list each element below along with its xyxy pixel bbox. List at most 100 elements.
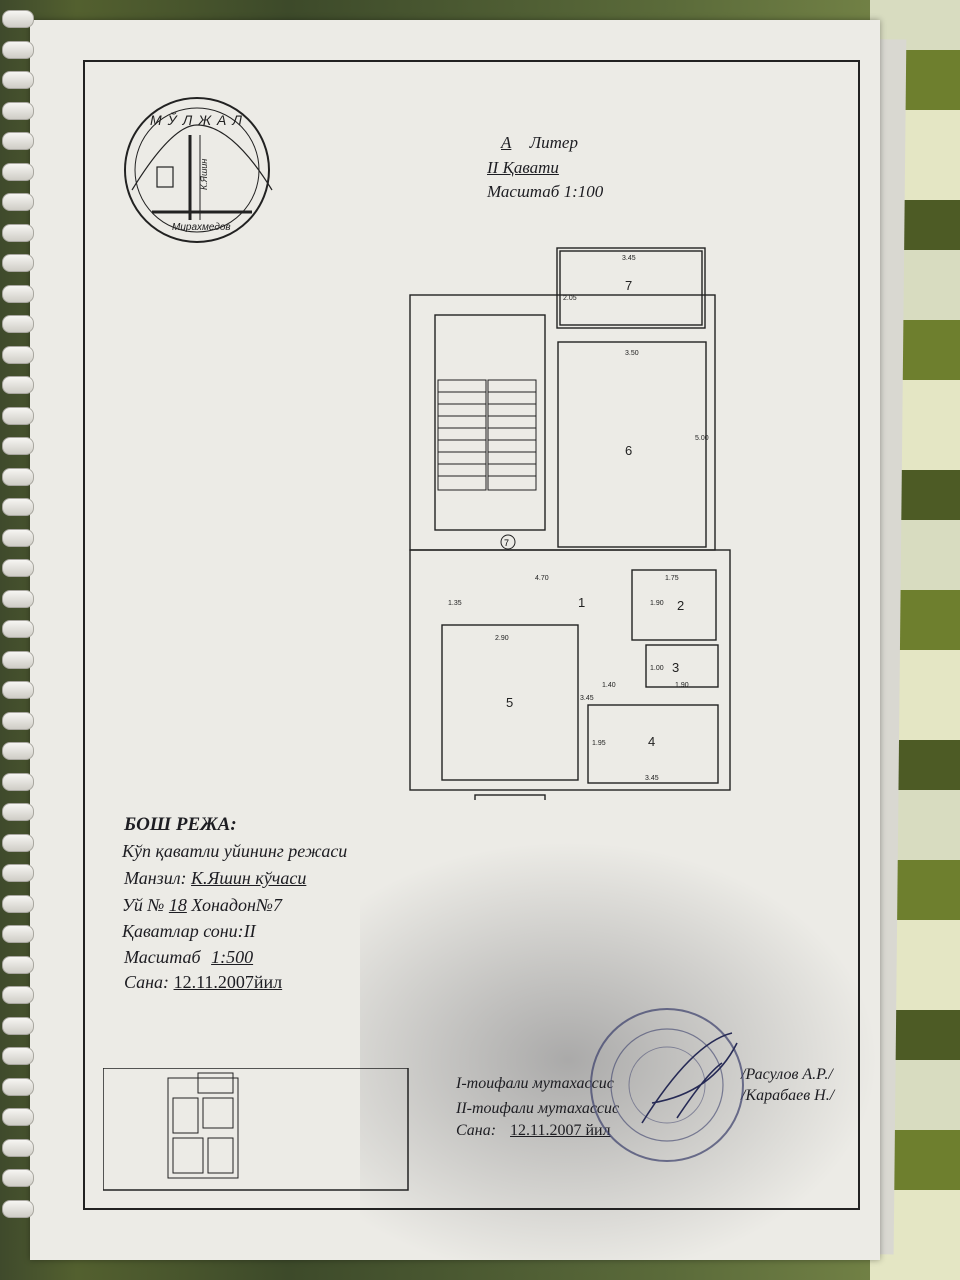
drawing-frame [83,60,860,1210]
binding-ring [2,437,34,455]
staircase-marker-number: 7 [504,538,509,548]
binding-ring [2,955,34,974]
binding-ring [2,528,34,547]
info-title: БОШ РЕЖА: [124,814,237,835]
official-stamp [590,1008,744,1162]
room-1-dim-b: 1.35 [448,600,462,607]
scale-row: Масштаб 1:500 [124,947,259,968]
room-5-dim-a: 2.90 [495,635,509,642]
flat-label: Хонадон [191,895,256,915]
binding-ring [2,376,34,394]
binding-ring [2,742,34,760]
floor-plan: 7 3.45 2.05 3.50 5.00 4.70 1.35 1.75 1.9… [409,247,731,800]
binding-ring [2,1077,34,1096]
binding-ring [2,620,34,638]
binding-ring [2,925,34,943]
room-2-number: 2 [677,598,684,613]
room-7-dim-b: 2.05 [563,295,577,302]
staircase-marker [500,534,516,550]
address-value: К.Яшин кўчаси [191,868,307,888]
signature-date-value: 12.11.2007 йил [510,1122,611,1139]
binding-ring [2,71,34,89]
logo-street-2: Мирахмедов [172,222,231,233]
binding-ring [2,498,34,516]
binding-ring [2,1138,34,1157]
liter-value: А [501,133,512,152]
binding-ring [2,681,34,699]
binding-ring [2,1016,34,1035]
room-4-dim-c: 3.45 [645,775,659,782]
room-6-number: 6 [625,443,632,458]
binding-ring [2,864,34,882]
room-3-dim-b: 1.90 [675,682,689,689]
company-logo: МЎЛЖАЛ К.Яшин Мирахмедов [124,97,273,243]
binding-ring [2,1199,34,1218]
binding-ring [2,193,34,211]
room-3-dim-a: 1.00 [650,665,664,672]
floors-label: Қаватлар сони: [122,921,244,941]
binding-ring [2,559,34,577]
binding-ring [2,254,34,272]
signature-row-2-name: /Карабаев Н./ [741,1087,835,1104]
signature-date-label: Сана: [456,1122,497,1139]
binding-ring [2,315,34,333]
room-7-dim-a: 3.45 [622,255,636,262]
logo-name: МЎЛЖАЛ [150,111,248,128]
signature-row-2-label: II-тоифали мутахассис [456,1100,620,1117]
binding-ring [2,10,34,28]
info-scale-label: Масштаб [124,947,201,967]
binding-ring [2,162,34,181]
liter-label: Литер [529,133,578,152]
binding-ring [2,803,34,821]
signature-row-1-name: /Расулов А.Р./ [741,1066,833,1083]
binding-ring [2,345,34,364]
floors-value: II [243,921,256,941]
room-6-dim-b: 5.00 [695,435,709,442]
signature-row-3: Сана: 12.11.2007 йил [456,1122,611,1140]
room-4-number: 4 [648,734,655,749]
floor-label: II Қавати [487,158,559,177]
room-5-dim-b: 3.45 [580,695,594,702]
room-2-dim-a: 1.75 [665,575,679,582]
house-row: Уй № 18 Хонадон№7 [122,895,282,916]
room-1-number: 1 [578,595,585,610]
binding-ring [2,589,34,608]
room-3-number: 3 [672,660,679,675]
hand-shadow [360,840,880,1280]
binding-ring [2,986,34,1004]
logo-street-1: К.Яшин [199,159,209,190]
binding-ring [2,711,34,730]
binding-ring [2,284,34,303]
binding-ring [2,467,34,486]
room-1-dim-a: 4.70 [535,575,549,582]
room-4-dim-a: 1.40 [602,682,616,689]
binding-ring [2,772,34,791]
flat-value: №7 [255,895,282,915]
binding-ring [2,101,34,120]
binding-ring [2,894,34,913]
date-row: Сана: 12.11.2007йил [124,972,282,993]
date-label: Сана: [124,972,170,992]
house-value: 18 [168,895,187,915]
binding-ring [2,650,34,669]
binding-ring [2,1047,34,1065]
info-scale-value: 1:500 [211,947,254,967]
room-5-number: 5 [506,695,513,710]
binding-ring [2,132,34,150]
floors-row: Қаватлар сони:II [122,921,256,942]
date-value: 12.11.2007йил [173,972,283,992]
address-label: Манзил: [124,868,187,888]
address-row: Манзил: К.Яшин кўчаси [124,868,306,889]
binding-ring [2,406,34,425]
binding-ring [2,833,34,852]
room-4-dim-b: 1.95 [592,740,606,747]
binding-ring [2,40,34,59]
room-7-number: 7 [625,278,632,293]
room-2-dim-b: 1.90 [650,600,664,607]
room-6-dim-a: 3.50 [625,350,639,357]
binding-ring [2,1169,34,1187]
spiral-binding [0,10,40,1250]
binding-ring [2,223,34,242]
site-plan [103,1068,409,1191]
house-label: Уй № [122,895,165,915]
